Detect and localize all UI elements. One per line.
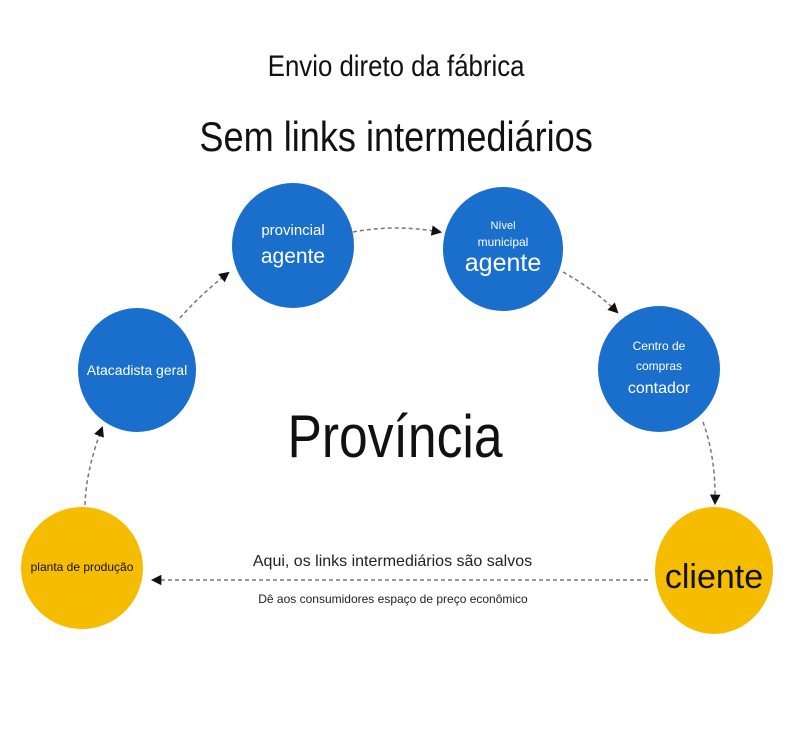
header-line-2: Sem links intermediários xyxy=(199,113,593,160)
node-municipal-agent-line1: Nível xyxy=(490,219,516,232)
center-province-label: Província xyxy=(287,403,503,470)
node-production-plant: planta de produção xyxy=(21,507,143,629)
arrow-factory-to-wholesaler xyxy=(84,426,104,506)
node-purchasing-center-line2: compras xyxy=(635,358,682,373)
node-provincial-agent-line2: agente xyxy=(260,245,326,269)
node-customer-label: cliente xyxy=(664,557,764,596)
arrow-municipal-to-purchasing xyxy=(562,271,619,314)
node-general-wholesaler-label: Atacadista geral xyxy=(86,361,188,378)
node-purchasing-center-line3: contador xyxy=(627,379,691,397)
node-provincial-agent-line1: provincial xyxy=(261,221,325,239)
node-municipal-agent-line3: agente xyxy=(464,249,542,278)
note-economic-price: Dê aos consumidores espaço de preço econ… xyxy=(258,592,528,606)
node-production-plant-label: planta de produção xyxy=(30,560,134,575)
node-customer: cliente xyxy=(655,507,773,634)
arrow-provincial-to-municipal xyxy=(352,225,443,236)
arrow-purchasing-to-customer xyxy=(702,421,721,506)
note-links-saved: Aqui, os links intermediários são salvos xyxy=(252,553,533,570)
node-purchasing-center: Centro de compras contador xyxy=(598,306,720,432)
header-line-1: Envio direto da fábrica xyxy=(267,50,525,83)
node-municipal-agent-line2: municipal xyxy=(477,234,529,249)
node-provincial-agent: provincial agente xyxy=(232,183,354,308)
node-general-wholesaler: Atacadista geral xyxy=(78,308,196,432)
arrow-wholesaler-to-provincial xyxy=(179,271,230,319)
node-municipal-agent: Nível municipal agente xyxy=(443,187,563,311)
node-purchasing-center-line1: Centro de xyxy=(632,339,686,353)
